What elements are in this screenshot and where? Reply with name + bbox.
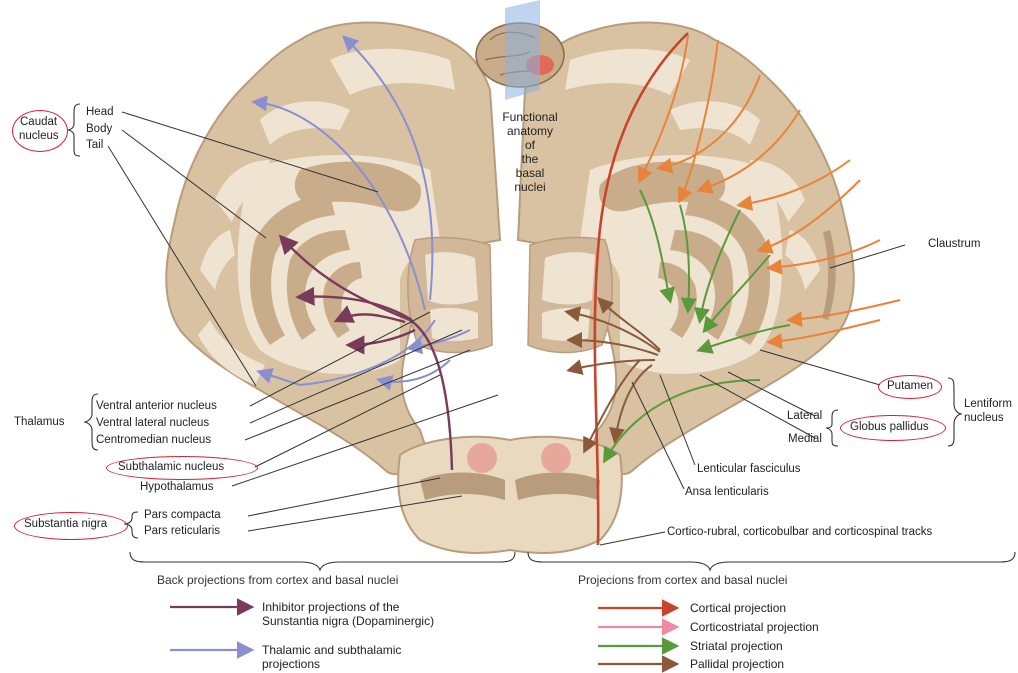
lentiform-label-line1: Lentiform	[964, 398, 1012, 411]
legend-corticostriatal: Corticostriatal projection	[690, 620, 819, 634]
lateral-label: Lateral	[787, 410, 822, 423]
substantia-nigra-label: Substantia nigra	[24, 518, 107, 531]
title-line: basal	[470, 166, 590, 180]
title-line: Functional	[470, 110, 590, 124]
caudat-label-line1: Caudat	[20, 116, 57, 129]
diagram-title: Functional anatomy of the basal nuclei	[470, 110, 590, 194]
thalamus-label: Thalamus	[14, 416, 65, 429]
cortico-tracts-label: Cortico-rubral, corticobulbar and cortic…	[667, 526, 932, 539]
ventral-anterior-label: Ventral anterior nucleus	[96, 400, 217, 413]
legend-inhibitor-line1: Inhibitor projections of the	[262, 600, 434, 614]
body-label: Body	[86, 123, 112, 136]
right-hemisphere	[518, 23, 854, 475]
hypothalamus-label: Hypothalamus	[140, 481, 214, 494]
medial-label: Medial	[788, 433, 822, 446]
ventral-lateral-label: Ventral lateral nucleus	[96, 417, 209, 430]
ansa-lenticularis-label: Ansa lenticularis	[685, 486, 769, 499]
pars-compacta-label: Pars compacta	[144, 509, 221, 522]
title-line: nuclei	[470, 180, 590, 194]
claustrum-label: Claustrum	[928, 238, 980, 251]
subthalamic-label: Subthalamic nucleus	[118, 461, 224, 474]
title-line: anatomy	[470, 124, 590, 138]
left-caption: Back projections from cortex and basal n…	[157, 573, 398, 587]
putamen-label: Putamen	[887, 380, 933, 393]
legend-pallidal: Pallidal projection	[690, 657, 784, 671]
legend-thalamic: Thalamic and subthalamic projections	[262, 643, 401, 671]
legend-striatal: Striatal projection	[690, 639, 783, 653]
midbrain	[398, 437, 622, 553]
pars-reticularis-label: Pars reticularis	[144, 525, 220, 538]
legend-inhibitor: Inhibitor projections of the Sunstantia …	[262, 600, 434, 628]
lentiform-label-line2: nucleus	[964, 412, 1004, 425]
title-line: the	[470, 152, 590, 166]
legend-cortical: Cortical projection	[690, 601, 786, 615]
legend-inhibitor-line2: Sunstantia nigra (Dopaminergic)	[262, 614, 434, 628]
tail-label: Tail	[86, 139, 103, 152]
legend-thalamic-line2: projections	[262, 657, 401, 671]
right-caption: Projecions from cortex and basal nuclei	[578, 573, 787, 587]
caudat-label-line2: nucleus	[19, 130, 59, 143]
centromedian-label: Centromedian nucleus	[96, 434, 211, 447]
head-label: Head	[86, 106, 114, 119]
lenticular-fasciculus-label: Lenticular fasciculus	[697, 463, 801, 476]
title-line: of	[470, 138, 590, 152]
globus-pallidus-label: Globus pallidus	[850, 421, 929, 434]
legend-thalamic-line1: Thalamic and subthalamic	[262, 643, 401, 657]
